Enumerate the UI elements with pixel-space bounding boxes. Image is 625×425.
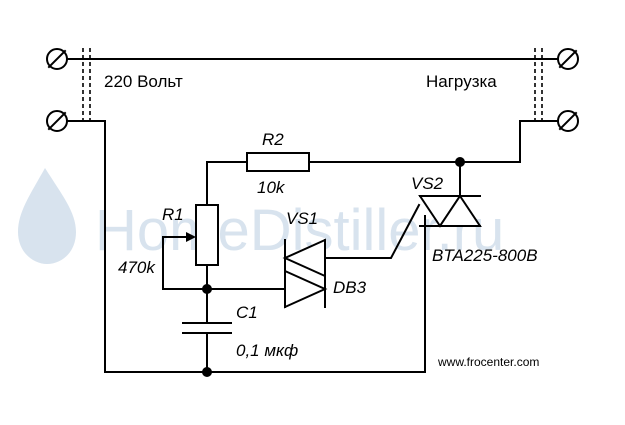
terminal-bottom-right bbox=[557, 110, 579, 132]
dashed-separator-right bbox=[534, 48, 543, 123]
dashed-separator-left bbox=[82, 48, 91, 123]
r1-label: R1 bbox=[162, 205, 184, 224]
vs2-label: VS2 bbox=[411, 174, 444, 193]
bottom-return-wire bbox=[66, 120, 426, 373]
site-url: www.frocenter.com bbox=[437, 355, 539, 369]
r1-wiper-wire bbox=[162, 236, 208, 290]
resistor-r1 bbox=[195, 204, 219, 266]
r1-value-label: 470k bbox=[118, 258, 156, 277]
load-label: Нагрузка bbox=[426, 72, 497, 91]
vs1-part-label: DB3 bbox=[333, 278, 367, 297]
terminal-bottom-left bbox=[46, 110, 68, 132]
diac-gate-wire bbox=[324, 203, 421, 259]
c1-value-label: 0,1 мкф bbox=[236, 341, 298, 360]
terminal-top-left bbox=[46, 48, 68, 70]
main-bus-wire bbox=[206, 120, 559, 206]
r2-label: R2 bbox=[262, 130, 284, 149]
vs1-label: VS1 bbox=[286, 209, 318, 228]
vs2-part-label: BTA225-800B bbox=[432, 246, 538, 265]
c1-label: C1 bbox=[236, 303, 258, 322]
triac-vs2 bbox=[418, 161, 482, 228]
water-drop-icon bbox=[18, 168, 76, 264]
capacitor-c1 bbox=[182, 322, 232, 334]
junction-dot-ground bbox=[202, 367, 212, 377]
r2-value-label: 10k bbox=[257, 178, 286, 197]
resistor-r2 bbox=[246, 152, 310, 172]
terminal-top-right bbox=[557, 48, 579, 70]
wiper-arrow-icon bbox=[186, 232, 196, 242]
mains-label: 220 Вольт bbox=[104, 72, 183, 91]
